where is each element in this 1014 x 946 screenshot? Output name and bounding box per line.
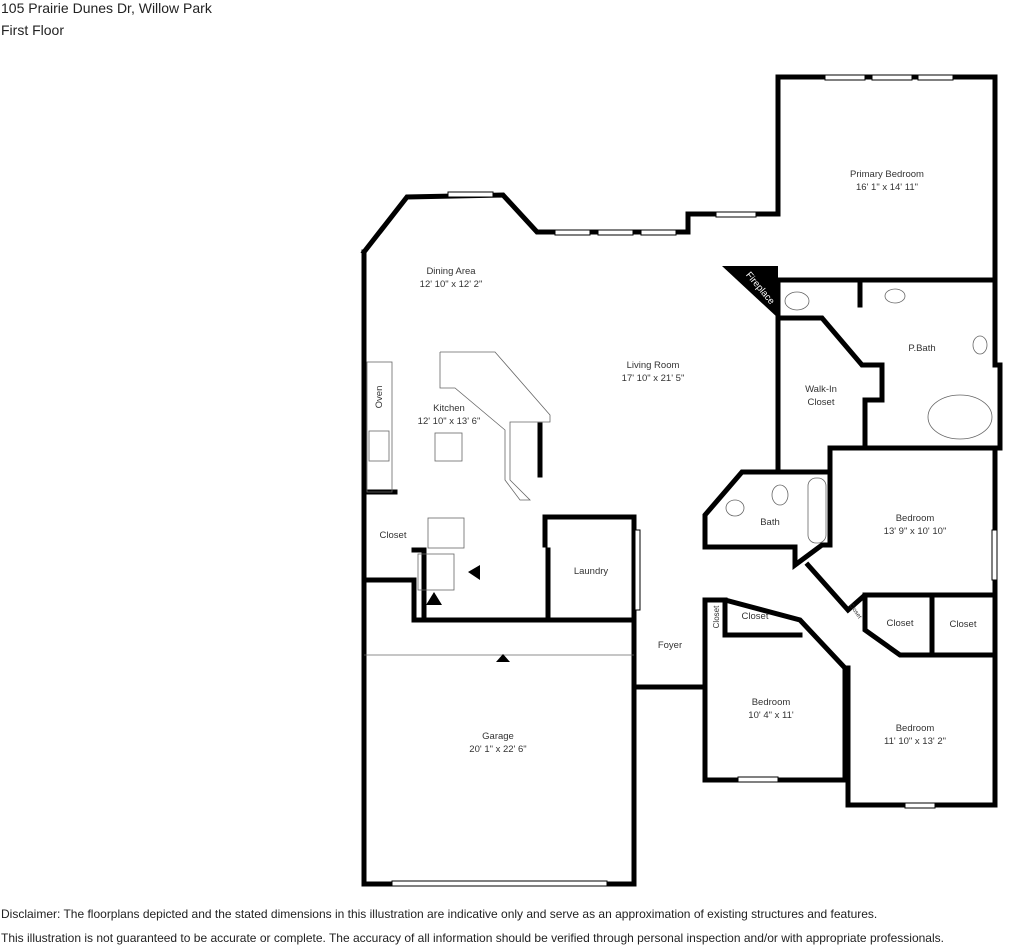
walls xyxy=(360,74,1003,887)
room-dining-name: Dining Area xyxy=(426,266,476,277)
room-closet-d: Closet xyxy=(887,618,914,629)
room-garage-name: Garage xyxy=(482,731,514,742)
room-bedroom3-name: Bedroom xyxy=(752,697,791,708)
room-living-name: Living Room xyxy=(627,360,680,371)
room-laundry-name: Laundry xyxy=(574,566,609,577)
room-closet-a: Closet xyxy=(712,605,721,628)
room-walkin-name2: Closet xyxy=(808,397,835,408)
address-title: 105 Prairie Dunes Dr, Willow Park xyxy=(1,0,212,16)
room-bedroom2-name: Bedroom xyxy=(896,513,935,524)
room-bath-name: Bath xyxy=(760,517,780,528)
room-closet-e: Closet xyxy=(950,619,977,630)
room-bedroom2-dims: 13' 9" x 10' 10" xyxy=(884,526,947,537)
floor-label: First Floor xyxy=(1,22,64,38)
room-dining-dims: 12' 10" x 12' 2" xyxy=(420,279,483,290)
room-living-dims: 17' 10" x 21' 5" xyxy=(622,373,685,384)
windows xyxy=(364,74,998,887)
room-primary-bedroom-dims: 16' 1" x 14' 11" xyxy=(856,182,918,193)
room-labels: Primary Bedroom 16' 1" x 14' 11" Dining … xyxy=(374,169,977,755)
disclaimer-line-2: This illustration is not guaranteed to b… xyxy=(1,931,944,945)
disclaimer-line-1: Disclaimer: The floorplans depicted and … xyxy=(1,907,878,921)
room-closet-b: Closet xyxy=(742,611,769,622)
room-bedroom4-dims: 11' 10" x 13' 2" xyxy=(884,736,946,747)
room-kitchen-name: Kitchen xyxy=(433,403,465,414)
room-closet-kitchen: Closet xyxy=(380,530,407,541)
room-bedroom3-dims: 10' 4" x 11' xyxy=(748,710,794,721)
room-primary-bedroom-name: Primary Bedroom xyxy=(850,169,924,180)
fixtures xyxy=(366,266,993,662)
room-foyer-name: Foyer xyxy=(658,640,682,651)
oven-label: Oven xyxy=(374,386,385,409)
room-walkin-name: Walk-In xyxy=(805,384,837,395)
room-bedroom4-name: Bedroom xyxy=(896,723,935,734)
room-pbath-name: P.Bath xyxy=(908,343,935,354)
room-garage-dims: 20' 1" x 22' 6" xyxy=(469,744,526,755)
room-kitchen-dims: 12' 10" x 13' 6" xyxy=(418,416,481,427)
